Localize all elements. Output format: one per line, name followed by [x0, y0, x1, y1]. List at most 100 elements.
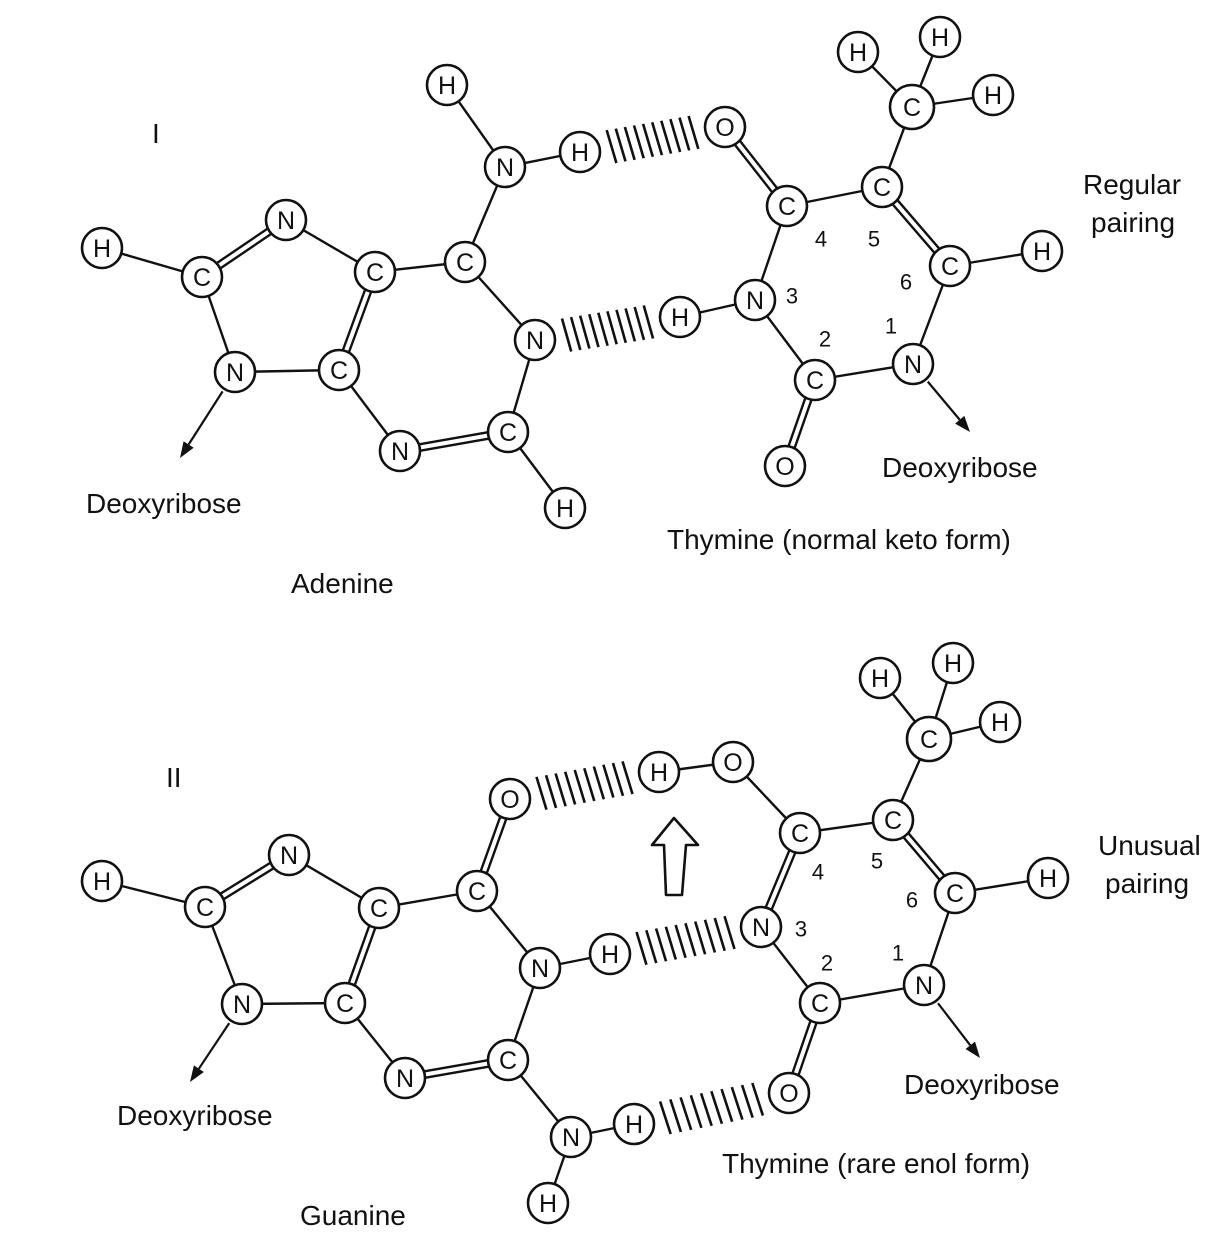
panel-2-atom-nitrogen: N — [518, 946, 562, 990]
atom-symbol: C — [196, 894, 214, 922]
atom-symbol: N — [531, 955, 549, 983]
hydrogen-bond-tick — [535, 776, 548, 811]
panel-1-atom-hydrogen: H — [543, 486, 587, 530]
atom-symbol: H — [871, 665, 889, 693]
hydrogen-bond-tick — [645, 929, 658, 964]
covalent-bonds — [100, 35, 1050, 1205]
panel-2-hydrogen-bond — [535, 760, 634, 811]
panel-2-atom-nitrogen: N — [220, 982, 264, 1026]
atom-symbol: C — [336, 990, 354, 1018]
atom-symbol: C — [499, 1047, 517, 1075]
atom-symbol: N — [496, 154, 514, 182]
atom-symbol: H — [93, 235, 111, 263]
panel-1-atom-nitrogen: N — [213, 350, 257, 394]
atom-symbol: H — [556, 495, 574, 523]
panel-1-atom-nitrogen: N — [513, 318, 557, 362]
panel-1-atom-carbon: C — [860, 165, 904, 209]
hydrogen-bond-tick — [674, 924, 687, 959]
panel-1-atom-carbon: C — [486, 410, 530, 454]
panel-2-atom-hydrogen: H — [612, 1102, 656, 1146]
panel-2-numeral: II — [166, 762, 182, 793]
panel-1-atom-carbon: C — [888, 83, 936, 131]
panel-2-atom-carbon: C — [778, 811, 822, 855]
panel-2-atom-nitrogen: N — [902, 963, 946, 1007]
atom-symbol: N — [233, 991, 251, 1019]
panel-1-atom-carbon: C — [793, 358, 837, 402]
panel-1-atom-hydrogen: H — [425, 63, 469, 107]
atom-symbol: H — [931, 24, 949, 52]
atom-symbol: H — [671, 304, 689, 332]
hydrogen-bond-tick — [664, 926, 678, 960]
panel-1-ring-number-1: 1 — [885, 314, 897, 339]
panel-2-atom-hydrogen: H — [80, 859, 124, 903]
atom-symbol: H — [991, 709, 1009, 737]
tautomer-shift-arrow-icon — [650, 816, 700, 897]
hydrogen-bond-tick — [563, 771, 577, 805]
hydrogen-bond-tick — [569, 316, 582, 351]
hydrogen-bond-tick — [693, 921, 707, 955]
panel-1-sugar-link-arrow-icon — [926, 380, 970, 432]
panel-2-hydrogen-bond — [635, 915, 736, 966]
panel-1-left-sugar-label: Deoxyribose — [86, 488, 242, 519]
atom-symbol: H — [625, 1111, 643, 1139]
hydrogen-bond-tick — [632, 125, 645, 159]
hydrogen-bond-tick — [650, 121, 664, 156]
hydrogen-bond-tick — [554, 773, 567, 807]
panel-1-atom-carbon: C — [353, 250, 397, 294]
atom-symbol: N — [396, 1065, 414, 1093]
panel-2-atom-oxygen: O — [711, 740, 755, 784]
panel-2-pairing-label-line-1: Unusual — [1098, 830, 1201, 861]
atom-symbol: C — [468, 878, 486, 906]
hydrogen-bond-tick — [669, 1098, 683, 1133]
panel-1-pairing-label-line-2: pairing — [1091, 207, 1175, 238]
panel-2-ring-number-1: 1 — [892, 941, 904, 966]
panel-1-ring-number-4: 4 — [815, 227, 827, 252]
panel-2-left-base-name: Guanine — [300, 1200, 406, 1231]
panel-1-ring-number-5: 5 — [868, 227, 880, 252]
hydrogen-bond-tick — [544, 774, 558, 809]
atom-symbol: N — [526, 327, 544, 355]
atom-symbol: N — [904, 351, 922, 379]
panel-1-right-base-name: Thymine (normal keto form) — [667, 524, 1011, 555]
panel-1-atom-carbon: C — [928, 244, 972, 288]
hydrogen-bond-tick — [654, 928, 668, 962]
atom-symbol: C — [884, 807, 902, 835]
panel-2-atom-nitrogen: N — [739, 905, 783, 949]
hydrogen-bond-tick — [621, 760, 634, 795]
atom-symbol: H — [849, 39, 867, 67]
panel-1-atom-carbon: C — [443, 240, 487, 284]
hydrogen-bond-tick — [624, 308, 637, 342]
atom-symbol: N — [226, 359, 244, 387]
panel-2-pairing-label-line-2: pairing — [1105, 868, 1189, 899]
atom-symbol: N — [915, 972, 933, 1000]
panel-2-ring-number-2: 2 — [821, 951, 833, 976]
panel-1-ring-number-6: 6 — [900, 270, 912, 295]
hydrogen-bond-tick — [605, 129, 618, 164]
atom-symbol: H — [984, 82, 1002, 110]
hydrogen-bond-tick — [573, 769, 586, 804]
panel-2-atom-hydrogen: H — [931, 641, 975, 685]
atom-symbol: H — [571, 139, 589, 167]
panel-1-atom-nitrogen: N — [891, 342, 935, 386]
panel-2-ring-number-3: 3 — [795, 917, 807, 942]
panel-2-atom-hydrogen: H — [526, 1181, 570, 1225]
panel-2-atom-carbon: C — [183, 885, 227, 929]
atom-symbol: H — [539, 1190, 557, 1218]
hydrogen-bond-tick — [560, 318, 573, 352]
panel-1-atom-nitrogen: N — [733, 278, 777, 322]
panel-2-atom-nitrogen: N — [267, 833, 311, 877]
atom-symbol: C — [193, 264, 211, 292]
hydrogen-bond-tick — [713, 917, 726, 952]
hydrogen-bond-tick — [641, 123, 655, 158]
hydrogen-bond-tick — [592, 766, 606, 800]
atom-symbol: H — [93, 868, 111, 896]
hydrogen-bond-tick — [687, 115, 700, 150]
atom-symbol: C — [370, 895, 388, 923]
atom-symbol: C — [903, 94, 921, 122]
panel-1-atom-hydrogen: H — [558, 130, 602, 174]
atom-symbol: C — [920, 726, 938, 754]
atom-symbol: N — [280, 842, 298, 870]
hydrogen-bond-tick — [633, 306, 646, 341]
hydrogen-bond-tick — [583, 767, 596, 802]
